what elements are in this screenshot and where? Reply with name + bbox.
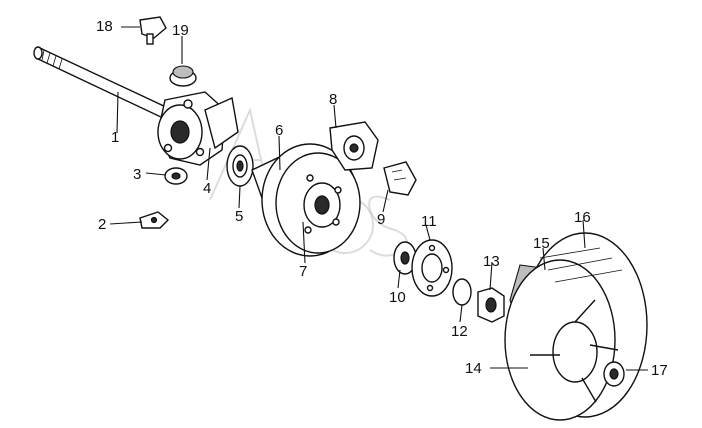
callout-10: 10 <box>389 289 406 306</box>
hub-flange <box>393 239 453 297</box>
bushing <box>169 65 197 87</box>
brake-disc <box>251 143 361 257</box>
lock-tab <box>139 211 170 229</box>
callout-13: 13 <box>483 253 500 270</box>
hub-nut <box>452 278 505 323</box>
callout-4: 4 <box>203 180 211 197</box>
callout-17: 17 <box>651 362 668 379</box>
callout-2: 2 <box>98 216 106 233</box>
callout-18: 18 <box>96 18 113 35</box>
tire-valve <box>603 361 625 387</box>
steering-knuckle <box>157 91 239 166</box>
wheel-bearing <box>226 145 254 187</box>
callout-1: 1 <box>111 129 119 146</box>
tire <box>504 232 648 421</box>
callout-labels: 1 2 3 4 5 6 7 8 9 10 11 12 13 14 15 16 1… <box>96 18 668 379</box>
brake-pad <box>383 161 417 196</box>
callout-12: 12 <box>451 323 468 340</box>
axle-shaft <box>33 46 169 119</box>
callout-7: 7 <box>299 263 307 280</box>
castle-nut <box>164 167 188 185</box>
callout-3: 3 <box>133 166 141 183</box>
callout-14: 14 <box>465 360 482 377</box>
grease-cap <box>139 16 167 45</box>
callout-5: 5 <box>235 208 243 225</box>
callout-8: 8 <box>329 91 337 108</box>
callout-15: 15 <box>533 235 550 252</box>
callout-9: 9 <box>377 211 385 228</box>
callout-19: 19 <box>172 22 189 39</box>
callout-6: 6 <box>275 122 283 139</box>
callout-11: 11 <box>421 213 437 230</box>
callout-16: 16 <box>574 209 591 226</box>
leader-lines <box>109 26 648 371</box>
caliper-bracket <box>329 121 379 171</box>
